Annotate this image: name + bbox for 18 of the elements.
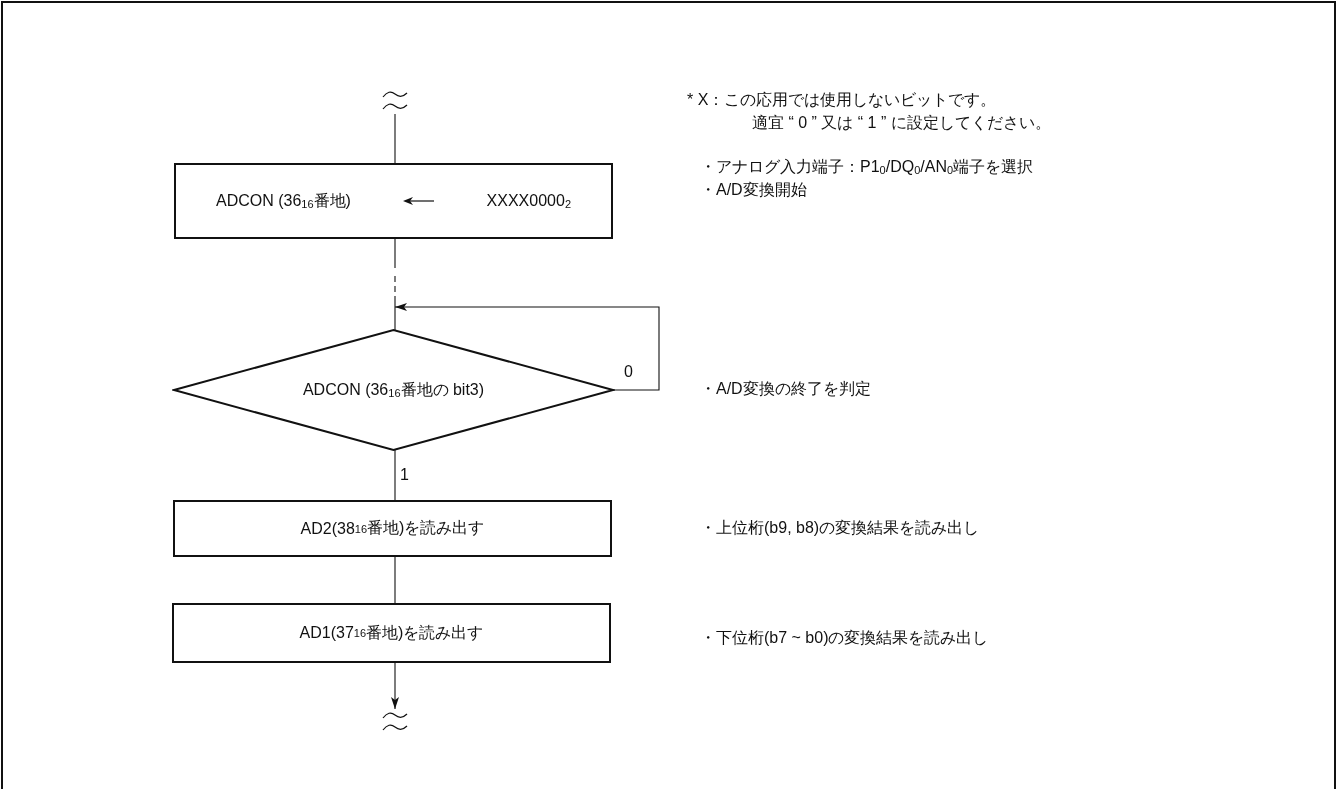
note-text: ・上位桁(b9, b8)の変換結果を読み出し xyxy=(700,518,980,538)
note-text: * X：この応用では使用しないビットです。 xyxy=(687,90,997,110)
decision-diamond xyxy=(172,328,615,452)
decision-text: ADCON (36$_{16}$番地の bit3) xyxy=(301,380,486,400)
connector xyxy=(394,238,396,331)
box-text: ADCON (36$_{16}$番地) xyxy=(216,190,351,212)
note-text: ・A/D変換開始 xyxy=(700,180,807,200)
note-text: ・アナログ入力端子：P1$_{0}$/DQ$_{0}$/AN$_{0}$端子を選択 xyxy=(700,157,1034,177)
note-text: ・下位桁(b7 ~ b0)の変換結果を読み出し xyxy=(700,628,989,648)
connector xyxy=(394,303,660,391)
box-text: XXXX0000$_{2}$ xyxy=(486,192,571,210)
process-box xyxy=(174,163,613,239)
connector xyxy=(391,662,399,710)
connector xyxy=(394,113,396,164)
note-text: ・A/D変換の終了を判定 xyxy=(700,379,871,399)
connector xyxy=(394,449,396,501)
connector xyxy=(394,556,396,604)
note-text: 適宜 “ 0 ” 又は “ 1 ” に設定してください。 xyxy=(752,113,1051,133)
